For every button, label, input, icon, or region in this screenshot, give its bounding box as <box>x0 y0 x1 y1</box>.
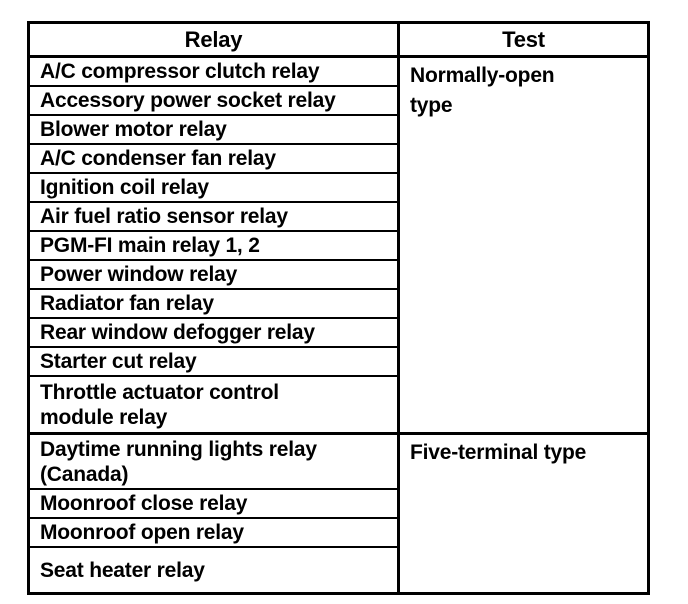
relay-row: Air fuel ratio sensor relay <box>30 203 397 232</box>
table-header-row: Relay Test <box>30 24 647 58</box>
test-type-cell: Normally-open type <box>410 64 555 117</box>
test-column-header: Test <box>502 26 545 52</box>
relay-row: Moonroof close relay <box>30 490 397 519</box>
relay-row: A/C condenser fan relay <box>30 145 397 174</box>
relay-row: PGM-FI main relay 1, 2 <box>30 232 397 261</box>
relay-row: Rear window defogger relay <box>30 319 397 348</box>
relay-column-header: Relay <box>30 24 400 55</box>
relay-row: Daytime running lights relay (Canada) <box>30 435 397 490</box>
relay-row: A/C compressor clutch relay <box>30 58 397 87</box>
relay-list: Daytime running lights relay (Canada)Moo… <box>30 435 400 592</box>
relay-row: Ignition coil relay <box>30 174 397 203</box>
table-section: Daytime running lights relay (Canada)Moo… <box>30 432 647 592</box>
relay-row: Seat heater relay <box>40 558 205 582</box>
relay-row: Power window relay <box>30 261 397 290</box>
relay-row: Starter cut relay <box>30 348 397 377</box>
test-type-cell: Five-terminal type <box>410 441 587 464</box>
relay-row: Accessory power socket relay <box>30 87 397 116</box>
relay-row: Blower motor relay <box>30 116 397 145</box>
relay-row: Radiator fan relay <box>30 290 397 319</box>
relay-row: Throttle actuator control module relay <box>40 380 279 429</box>
relay-row: Moonroof open relay <box>30 519 397 548</box>
